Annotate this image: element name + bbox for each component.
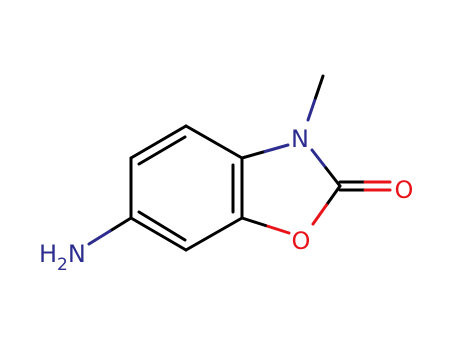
carbonyl-oxygen-label: O — [395, 176, 414, 204]
bond-n3-methyl-a — [306, 96, 317, 122]
bond-n3-c2-b — [324, 166, 342, 188]
ring-oxygen-label: O — [292, 227, 311, 255]
bond-layer — [87, 74, 392, 252]
bond-c7a-c7 — [184, 216, 244, 252]
amine-hydrogen-count: 2 — [57, 255, 68, 275]
bond-c6-nh2-b — [87, 229, 112, 246]
bond-o1-c7a-b — [240, 216, 267, 227]
amine-nitrogen-label: N — [68, 240, 86, 268]
bond-o1-c7a-a — [264, 224, 291, 235]
bond-c6-nh2-a — [108, 216, 133, 233]
bond-n3-methyl-b — [314, 74, 325, 100]
bond-c3a-n3-a — [240, 150, 267, 160]
amine-group-label: H2N — [39, 240, 86, 275]
bond-c3a-n3-b — [263, 143, 290, 153]
bond-c2-o1-a — [325, 184, 342, 207]
bond-inner-c7-c6 — [137, 210, 187, 242]
bond-c7-c6 — [129, 216, 188, 252]
bond-c4-c3a — [184, 124, 244, 160]
bond-c2-o1-b — [311, 203, 328, 226]
amine-hydrogen-label: H — [39, 240, 57, 268]
bond-n3-c2-a — [310, 148, 328, 170]
bond-c5-c4 — [129, 124, 188, 160]
bond-inner-c5-c4 — [137, 135, 187, 166]
ring-nitrogen-label: N — [291, 125, 309, 153]
